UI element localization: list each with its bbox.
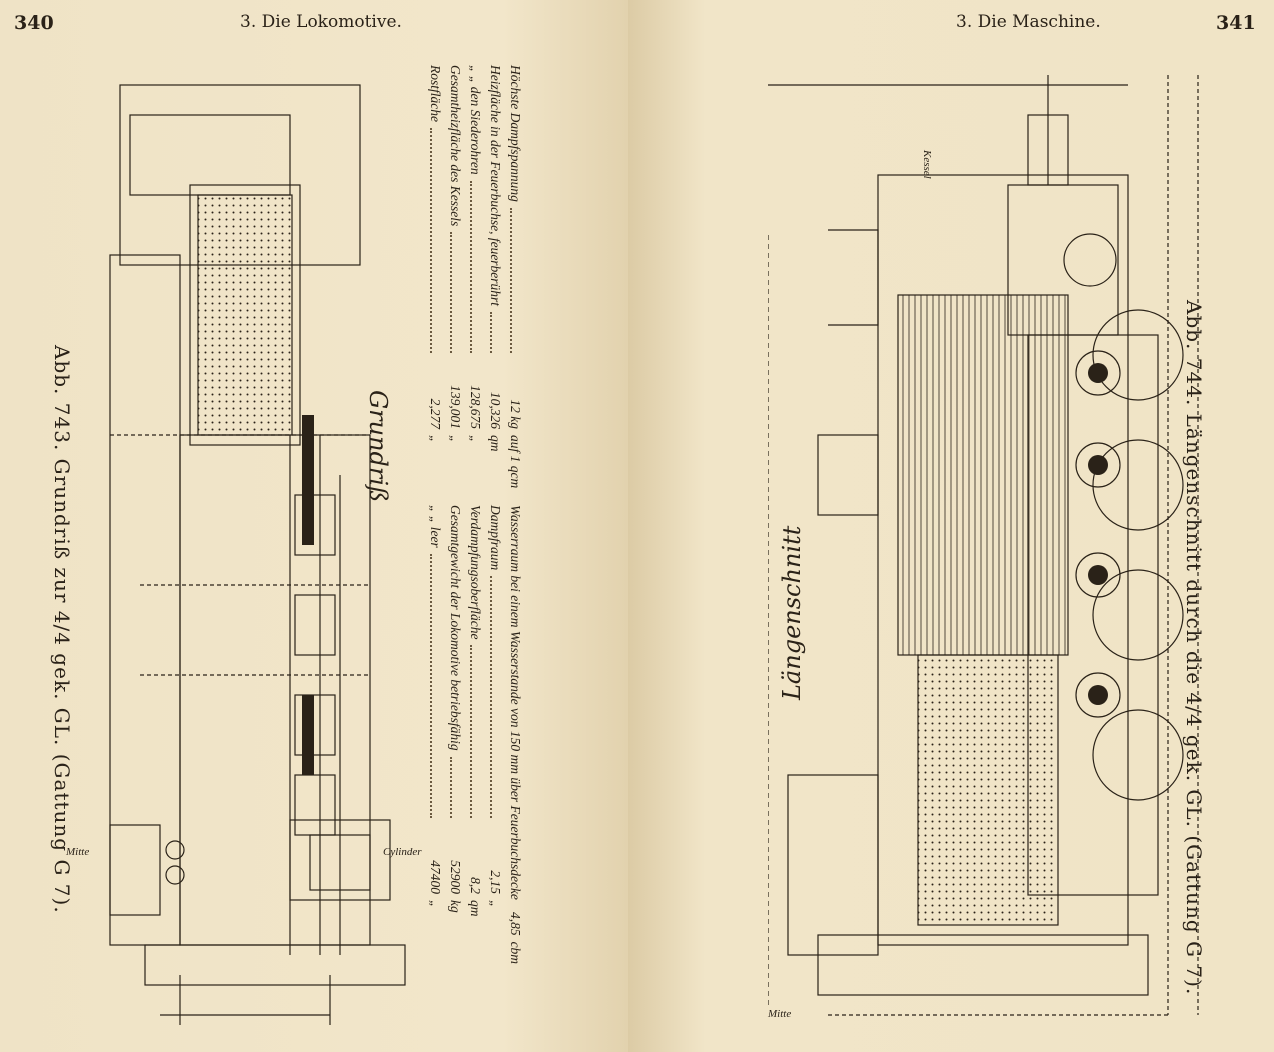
left-page: 340 3. Die Lokomotive. — [0, 0, 628, 1052]
page-number: 341 — [1216, 12, 1256, 34]
row-label: Höchste Dampfspannung — [508, 65, 523, 202]
row-value: 4,85 — [508, 911, 523, 936]
row-label: Rostfläche — [428, 65, 443, 122]
row-value: 10,326 — [488, 391, 503, 429]
figure-title: Grundriß — [364, 390, 392, 503]
row-unit: „ — [448, 435, 463, 443]
row-value: 2,15 — [488, 870, 503, 894]
label-kessel: Kessel — [921, 150, 933, 179]
weights-table: Wasserraum bei einem Wasserstande von 15… — [420, 505, 525, 964]
row-label: Wasserraum bei einem Wasserstande von 15… — [508, 505, 523, 900]
table-row: „ „ leer 47400 „ — [425, 505, 445, 960]
table-row: Rostfläche 2,277 „ — [425, 65, 445, 495]
row-label: Gesamtgewicht der Lokomotive betriebsfäh… — [448, 505, 463, 751]
row-value: 2,277 — [428, 398, 443, 429]
row-label: Verdampfungsoberfläche — [468, 505, 483, 640]
row-value: 8,2 — [468, 877, 483, 894]
row-value: 52900 — [448, 860, 463, 894]
row-unit: qm — [488, 435, 503, 452]
figure-caption: Abb. 744. Längenschnitt durch die 4/4 ge… — [1182, 300, 1206, 996]
row-label: Gesamtheizfläche des Kessels — [448, 65, 463, 227]
table-row: „ „ den Siederohren 128,675 „ — [465, 65, 485, 495]
longitudinal-section-drawing — [768, 75, 1199, 1016]
table-row: Dampfraum 2,15 „ — [485, 505, 505, 960]
row-label: „ „ den Siederohren — [468, 65, 483, 175]
running-head: 3. Die Lokomotive. — [240, 12, 402, 32]
row-unit: „ — [488, 900, 503, 908]
row-unit: kg — [448, 900, 463, 913]
figure-caption: Abb. 743. Grundriß zur 4/4 gek. GL. (Gat… — [50, 345, 74, 914]
row-label: Heizfläche in der Feuerbuchse, feuerberü… — [488, 65, 503, 307]
running-head: 3. Die Maschine. — [956, 12, 1101, 32]
table-row: Gesamtgewicht der Lokomotive betriebsfäh… — [445, 505, 465, 960]
table-row: Höchste Dampfspannung 12 kg auf 1 qcm — [505, 65, 525, 495]
table-row: Wasserraum bei einem Wasserstande von 15… — [505, 505, 525, 964]
label-cylinder: Cylinder — [383, 846, 422, 858]
row-value: 139,001 — [448, 385, 463, 429]
label-mitte: Mitte — [768, 1008, 792, 1020]
row-unit: cbm — [508, 941, 523, 965]
label-mitte: Mitte — [66, 846, 90, 858]
data-table: Höchste Dampfspannung 12 kg auf 1 qcm Heiz… — [420, 65, 525, 964]
figure-title: Längenschnitt — [778, 525, 806, 700]
row-unit: „ — [428, 435, 443, 443]
table-row: Heizfläche in der Feuerbuchse, feuerberü… — [485, 65, 505, 495]
page-number: 340 — [14, 12, 54, 34]
table-row: Gesamtheizfläche des Kessels 139,001 „ — [445, 65, 465, 495]
row-label: Dampfraum — [488, 505, 503, 571]
table-row: Verdampfungsoberfläche 8,2 qm — [465, 505, 485, 960]
row-value: 12 kg — [508, 399, 523, 429]
row-unit: qm — [468, 900, 483, 917]
boiler-table: Höchste Dampfspannung 12 kg auf 1 qcm Heiz… — [420, 65, 525, 495]
row-label: „ „ leer — [428, 505, 443, 548]
row-unit: „ — [468, 435, 483, 443]
right-page: 3. Die Maschine. 341 — [628, 0, 1274, 1052]
row-value: 128,675 — [468, 385, 483, 429]
row-unit: auf 1 qcm — [508, 435, 523, 489]
row-value: 47400 — [428, 860, 443, 894]
floor-plan-drawing — [109, 84, 406, 1025]
row-unit: „ — [428, 900, 443, 908]
